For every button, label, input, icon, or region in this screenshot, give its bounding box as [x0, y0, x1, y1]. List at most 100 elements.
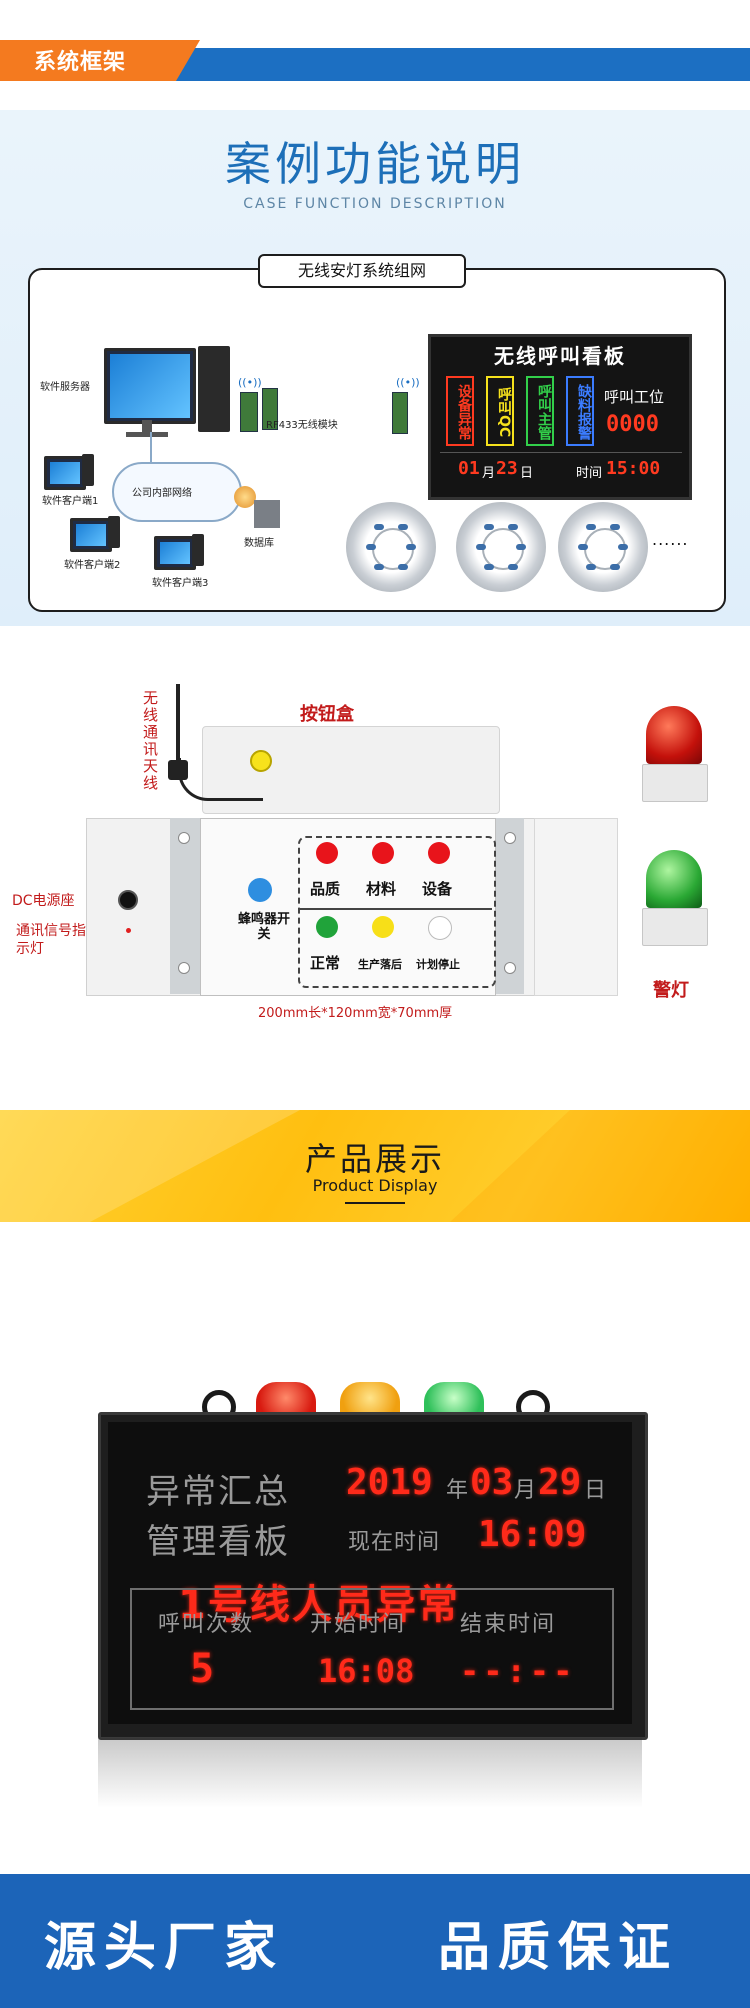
led-display-screen — [108, 1422, 632, 1724]
material-label: 材料 — [366, 880, 397, 898]
quality-button[interactable] — [316, 842, 338, 864]
button-box-label: 按钮盒 — [300, 704, 354, 725]
call-button-device-2 — [456, 502, 546, 592]
display-month: 03 — [470, 1462, 514, 1503]
footer-right-slogan: 品质保证 — [438, 1918, 679, 1978]
dc-power-jack-icon — [118, 890, 138, 910]
display-call-table-frame — [130, 1588, 614, 1710]
db-label: 数据库 — [244, 538, 274, 549]
banner-subtitle: Product Display — [312, 1176, 438, 1195]
board-box-material: 缺料报警 — [566, 376, 594, 446]
board-time-label: 时间 — [576, 466, 603, 481]
rf-module-icon-2 — [262, 388, 278, 430]
database-server-icon — [254, 500, 280, 528]
client1-monitor-icon — [44, 456, 86, 490]
client1-tower-icon — [82, 454, 94, 486]
board-station-label: 呼叫工位 — [604, 388, 665, 406]
display-count-value: 5 — [190, 1646, 215, 1692]
material-button[interactable] — [372, 842, 394, 864]
call-button-device-3 — [558, 502, 648, 592]
display-now-label: 现在时间 — [348, 1530, 441, 1555]
client2-label: 软件客户端2 — [64, 560, 121, 571]
header-blue-bar — [150, 48, 750, 81]
buzzer-label: 蜂鸣器开关 — [237, 912, 290, 942]
plan-stop-label: 计划停止 — [416, 958, 460, 971]
banner-title: 产品展示 — [304, 1140, 445, 1178]
board-box-equipment: 设备异常 — [446, 376, 474, 446]
screw-icon — [178, 832, 190, 844]
display-year-unit: 年 — [446, 1478, 469, 1503]
display-day-unit: 日 — [584, 1478, 607, 1503]
buzzer-switch[interactable] — [248, 878, 272, 902]
display-col-start: 开始时间 — [310, 1612, 407, 1637]
production-lag-label: 生产落后 — [358, 958, 402, 971]
board-day: 23 — [496, 458, 518, 479]
case-subtitle: CASE FUNCTION DESCRIPTION — [243, 196, 507, 212]
footer-left-slogan: 源头厂家 — [44, 1918, 285, 1978]
board-station-value: 0000 — [606, 412, 659, 437]
antenna-cable — [178, 758, 263, 801]
quality-label: 品质 — [310, 880, 341, 898]
link-line — [150, 432, 152, 462]
dimension-label: 200mm长*120mm宽*70mm厚 — [258, 1006, 453, 1021]
dc-label: DC电源座 — [12, 893, 75, 909]
board-box-qc: 呼叫QC — [486, 376, 514, 446]
equipment-label: 设备 — [422, 880, 453, 898]
lan-label: 公司内部网络 — [132, 488, 192, 499]
plan-stop-button[interactable] — [428, 916, 452, 940]
signal-label: 通讯信号指示灯 — [16, 923, 86, 957]
monitor-base-icon — [126, 432, 168, 437]
display-col-count: 呼叫次数 — [158, 1612, 255, 1637]
board-day-unit: 日 — [520, 466, 534, 481]
server-monitor-icon — [104, 348, 196, 424]
button-group-divider — [298, 908, 492, 910]
display-reflection — [98, 1738, 642, 1808]
footer-bar — [0, 1874, 750, 2008]
box-end-cap-right — [534, 818, 618, 996]
normal-button[interactable] — [316, 916, 338, 938]
rf-label: RF433无线模块 — [266, 420, 338, 431]
board-month-unit: 月 — [482, 466, 496, 481]
header-orange-tab — [0, 40, 200, 81]
button-group-frame — [298, 836, 496, 988]
database-icon — [234, 486, 256, 508]
board-title: 无线呼叫看板 — [494, 344, 626, 368]
display-line1: 异常汇总 — [146, 1472, 290, 1512]
screw-icon-2 — [178, 962, 190, 974]
client3-monitor-icon — [154, 536, 196, 570]
banner-underline — [345, 1202, 405, 1204]
server-label: 软件服务器 — [40, 382, 90, 393]
display-now-value: 16:09 — [478, 1514, 587, 1555]
network-label: 无线安灯系统组网 — [258, 254, 466, 288]
client2-tower-icon — [108, 516, 120, 548]
more-ellipsis: ...... — [652, 530, 689, 549]
wifi-icon-2: ((•)) — [238, 376, 262, 389]
display-start-value: 16:08 — [318, 1652, 415, 1690]
display-month-unit: 月 — [514, 1478, 537, 1503]
monitor-stand-icon — [142, 420, 152, 434]
normal-label: 正常 — [310, 954, 341, 972]
rf-module-remote-icon — [392, 392, 408, 434]
client3-label: 软件客户端3 — [152, 578, 209, 589]
client2-monitor-icon — [70, 518, 112, 552]
server-tower-icon — [198, 346, 230, 432]
client1-label: 软件客户端1 — [42, 496, 99, 507]
case-title: 案例功能说明 — [225, 137, 525, 191]
antenna-icon — [176, 684, 180, 770]
display-col-end: 结束时间 — [460, 1612, 557, 1637]
warning-lamp-label: 警灯 — [653, 980, 689, 1001]
warning-lamp-green — [642, 850, 708, 946]
warning-lamp-red — [642, 706, 708, 802]
equipment-button[interactable] — [428, 842, 450, 864]
antenna-jack-icon — [250, 750, 272, 772]
header-title: 系统框架 — [34, 50, 127, 75]
screw-icon-3 — [504, 832, 516, 844]
screw-icon-4 — [504, 962, 516, 974]
production-lag-button[interactable] — [372, 916, 394, 938]
display-day: 29 — [538, 1462, 582, 1503]
display-line2: 管理看板 — [146, 1522, 290, 1562]
display-year: 2019 — [346, 1462, 433, 1503]
client3-tower-icon — [192, 534, 204, 566]
signal-led-icon — [126, 928, 131, 933]
board-divider — [440, 452, 682, 453]
